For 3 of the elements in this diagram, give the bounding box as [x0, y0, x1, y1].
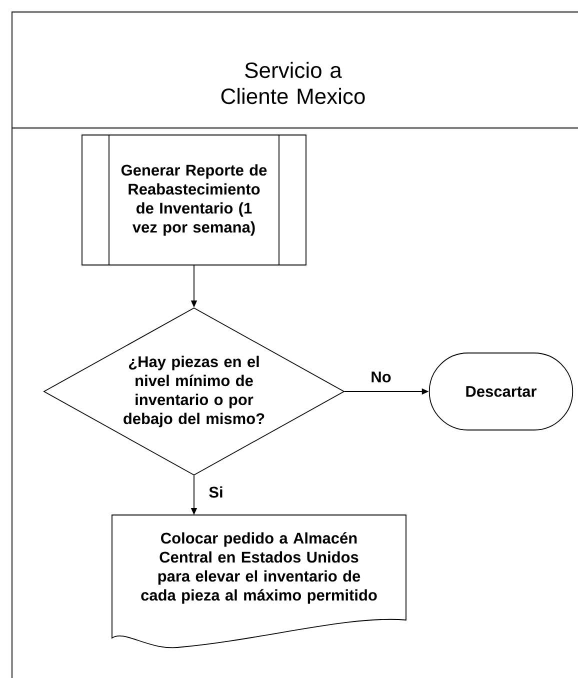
process-box: Generar Reporte de Reabastecimiento de Inventario (1 vez por semana) — [82, 134, 306, 266]
edge-label: No — [370, 370, 392, 384]
edge-label: Si — [208, 485, 224, 499]
